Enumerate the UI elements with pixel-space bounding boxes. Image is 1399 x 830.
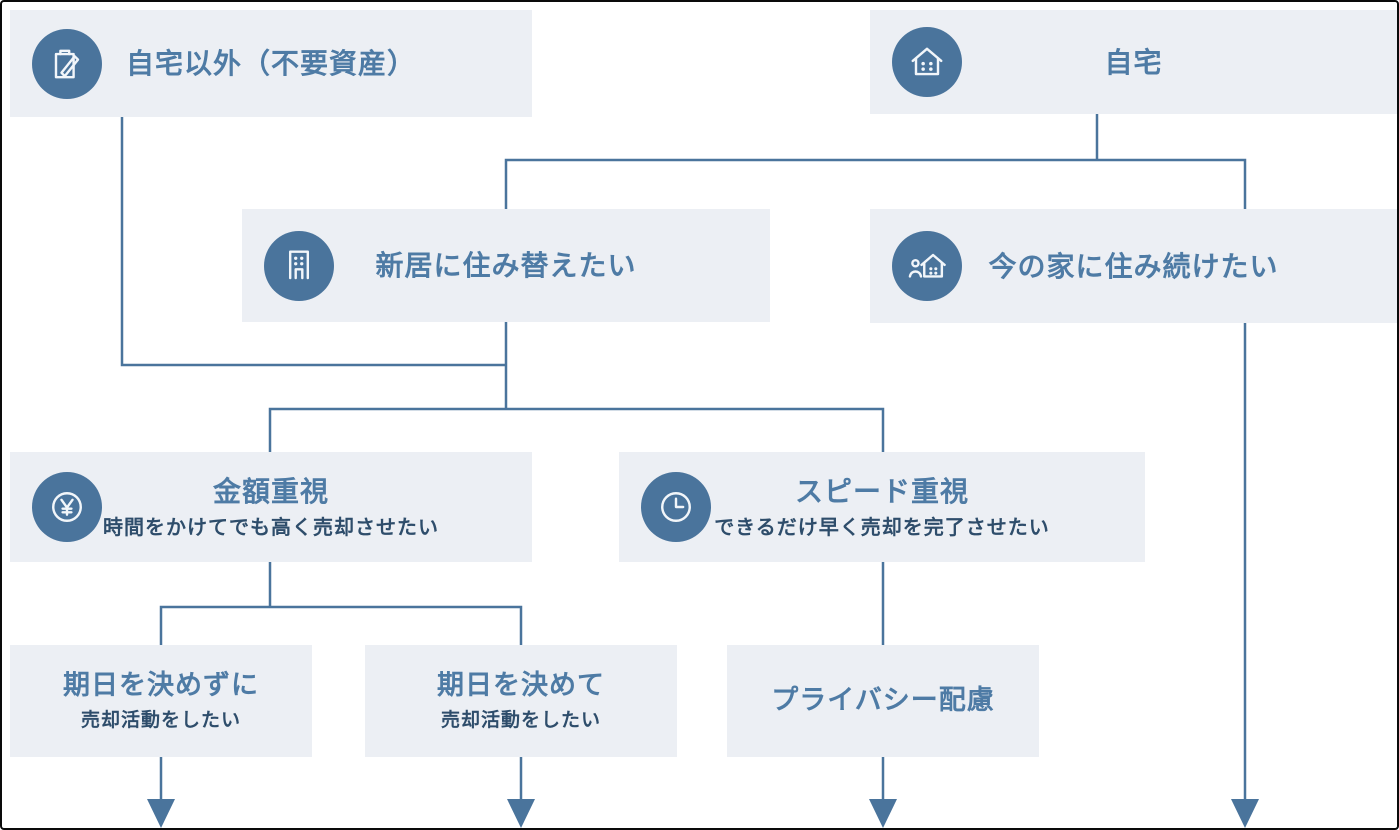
edge-deadline-split — [159, 605, 523, 645]
down-arrow-icon — [507, 799, 535, 828]
node-title: 期日を決めて — [437, 670, 605, 702]
yen-coin-icon — [32, 472, 102, 542]
home-icon — [892, 27, 962, 97]
down-arrow-icon — [1231, 799, 1259, 828]
node-own-home: 自宅 — [870, 10, 1397, 114]
node-subtitle: 時間をかけてでも高く売却させたい — [103, 515, 439, 539]
node-price-priority: 金額重視 時間をかけてでも高く売却させたい — [10, 452, 532, 562]
node-title: 期日を決めずに — [63, 670, 259, 702]
node-title: 新居に住み替えたい — [375, 249, 637, 282]
edge-other-assets — [120, 117, 506, 367]
node-subtitle: できるだけ早く売却を完了させたい — [714, 515, 1050, 539]
node-title: 金額重視 — [212, 475, 329, 508]
node-title: プライバシー配慮 — [771, 685, 995, 717]
down-arrow-icon — [869, 799, 897, 828]
node-privacy-care: プライバシー配慮 — [727, 645, 1039, 757]
node-title: 今の家に住み続けたい — [988, 249, 1279, 283]
down-arrow-icon — [147, 799, 175, 828]
person-home-icon — [892, 231, 962, 301]
node-title: スピード重視 — [794, 475, 969, 508]
node-subtitle: 売却活動をしたい — [80, 709, 241, 731]
clipboard-pen-icon — [32, 28, 102, 99]
edge-top-split — [504, 158, 1247, 209]
node-move-new-home: 新居に住み替えたい — [242, 209, 770, 322]
clock-icon — [641, 472, 711, 542]
node-with-deadline: 期日を決めて 売却活動をしたい — [365, 645, 677, 757]
node-speed-priority: スピード重視 できるだけ早く売却を完了させたい — [619, 452, 1145, 562]
node-title: 自宅以外（不要資産） — [125, 47, 416, 80]
edge-priority-split — [268, 407, 885, 452]
node-subtitle: 売却活動をしたい — [440, 709, 601, 731]
node-stay-current-home: 今の家に住み続けたい — [870, 209, 1397, 323]
node-title: 自宅 — [1104, 45, 1163, 79]
building-icon — [264, 230, 334, 301]
node-other-assets: 自宅以外（不要資産） — [10, 10, 532, 117]
node-no-deadline: 期日を決めずに 売却活動をしたい — [10, 645, 312, 757]
